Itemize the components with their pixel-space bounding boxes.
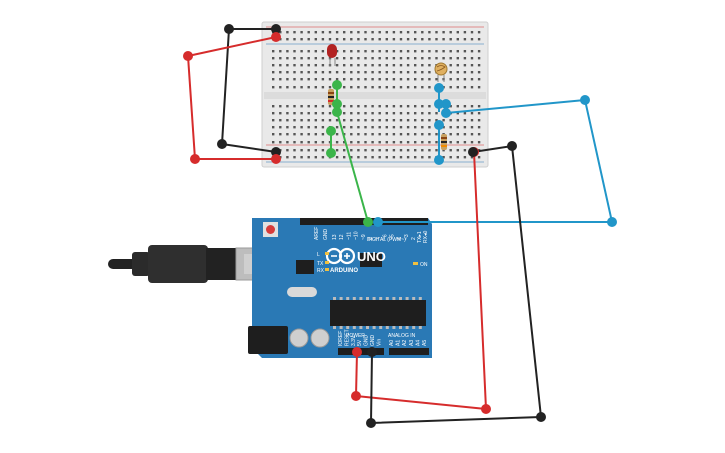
- digital-pin-label: 4: [397, 237, 403, 240]
- analog-pin-label: A2: [402, 340, 408, 346]
- power-pin-label: 5V: [357, 339, 363, 346]
- digital-pin-label: RX◂0: [423, 231, 429, 243]
- led-icon: [327, 44, 337, 66]
- analog-pin-label: A1: [396, 340, 402, 346]
- wire-node: [217, 139, 227, 149]
- wire-node: [190, 154, 200, 164]
- power-pin-label: IOREF: [338, 331, 344, 346]
- wire-node: [332, 80, 342, 90]
- analog-header-label: ANALOG IN: [388, 333, 416, 339]
- digital-pin-label: 8: [368, 237, 374, 240]
- analog-pin-label: A0: [389, 340, 395, 346]
- resistor-icon: [328, 89, 334, 105]
- analog-pin-label: A5: [422, 340, 428, 346]
- tx-led-label: TX: [317, 261, 324, 267]
- wire-node: [367, 347, 377, 357]
- board-model: UNO: [357, 249, 386, 264]
- wire-green: [336, 111, 369, 223]
- digital-pin-label: 7: [375, 237, 381, 240]
- wire-node: [183, 51, 193, 61]
- wire-node: [332, 107, 342, 117]
- wire-node: [326, 126, 336, 136]
- digital-pin-label: AREF: [314, 227, 320, 240]
- wire-node: [507, 141, 517, 151]
- photoresistor-icon: [434, 62, 448, 82]
- wire-node: [271, 147, 281, 157]
- wire-node: [326, 148, 336, 158]
- wire-red: [355, 151, 487, 410]
- digital-header-label: DIGITAL (PWM~): [367, 237, 406, 243]
- wire-node: [536, 412, 546, 422]
- l-led-label: L: [317, 252, 320, 258]
- analog-header: [389, 348, 429, 355]
- digital-pin-label: 2: [411, 237, 417, 240]
- breadboard-center-channel: [264, 92, 486, 99]
- digital-pin-label: ~10: [354, 231, 360, 240]
- wire-node: [607, 217, 617, 227]
- wire-node: [468, 147, 478, 157]
- wire-node: [352, 347, 362, 357]
- wire-red: [187, 36, 277, 160]
- wire-node: [434, 99, 444, 109]
- wire-node: [434, 83, 444, 93]
- wire-blue: [378, 99, 613, 223]
- arduino-logo-icon: [325, 247, 356, 265]
- resistor-icon: [441, 134, 447, 150]
- wire-endpoints: [183, 24, 617, 428]
- dc-jack-icon: [248, 326, 288, 354]
- wire-node: [224, 24, 234, 34]
- power-pin-label: GND: [370, 335, 376, 347]
- wire-black: [221, 28, 277, 153]
- digital-pin-label: 12: [339, 234, 345, 240]
- wire-node: [271, 32, 281, 42]
- breadboard: [261, 21, 489, 168]
- wire-node: [332, 99, 342, 109]
- power-pin-label: RESET: [344, 329, 350, 346]
- wire-node: [363, 217, 373, 227]
- power-pin-label: 3.3V: [351, 335, 357, 346]
- digital-pin-label: ~3: [404, 234, 410, 240]
- wire-node: [481, 404, 491, 414]
- wire-node: [580, 95, 590, 105]
- wire-node: [434, 155, 444, 165]
- on-led-label: ON: [420, 262, 428, 268]
- power-pin-label: Vin: [376, 339, 382, 346]
- wire-node: [441, 99, 451, 109]
- wire-node: [271, 24, 281, 34]
- digital-pin-label: ~6: [382, 234, 388, 240]
- digital-pin-label: ~9: [361, 234, 367, 240]
- digital-pin-label: ~5: [390, 234, 396, 240]
- power-header-label: POWER: [346, 333, 365, 339]
- analog-pin-label: A4: [415, 340, 421, 346]
- digital-pin-label: ~11: [346, 232, 352, 240]
- wire-node: [271, 154, 281, 164]
- wire-node: [373, 217, 383, 227]
- power-pin-label: GND: [364, 335, 370, 347]
- digital-pin-label: TX▸1: [417, 231, 423, 243]
- atmega-chip: [330, 300, 426, 326]
- analog-pin-label: A3: [409, 340, 415, 346]
- digital-pin-label: GND: [323, 229, 329, 241]
- board-brand: ARDUINO: [330, 268, 358, 274]
- wire-node: [351, 391, 361, 401]
- digital-pin-label: 13: [332, 234, 338, 240]
- rx-led-label: RX: [317, 268, 325, 274]
- arduino-uno-board: UNO ARDUINO DIGITAL (PWM~) POWER ANALOG …: [108, 218, 432, 358]
- wire-node: [441, 108, 451, 118]
- wire-node: [366, 418, 376, 428]
- breadboard-holes: [272, 31, 481, 159]
- wire-node: [434, 120, 444, 130]
